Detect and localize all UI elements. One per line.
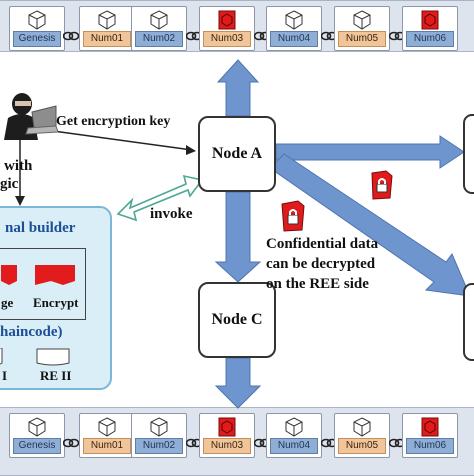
block-num05: Num05 [334, 6, 390, 51]
invoke-label: invoke [150, 206, 193, 222]
block-num05: Num05 [334, 413, 390, 458]
block-label: Num03 [203, 438, 251, 454]
block-num04: Num04 [266, 6, 322, 51]
block-num02: Num02 [131, 6, 187, 51]
block-num04: Num04 [266, 413, 322, 458]
confidential-line2: can be decrypted [266, 256, 376, 272]
block-num03: Num03 [199, 413, 255, 458]
re1-document-icon [0, 348, 3, 365]
arrow-node-a-to-top-chain [216, 59, 260, 117]
arrow-node-a-to-lower-right-node [269, 153, 471, 297]
block-cube-icon [285, 10, 303, 30]
node-a: Node A [198, 116, 276, 192]
bottom-blockchain: Genesis Num01 Num02 Num03 Num04 Num05 Nu… [0, 407, 474, 476]
block-label: Genesis [13, 438, 61, 454]
storage-label: ge [1, 295, 14, 310]
block-label: Num04 [270, 438, 318, 454]
block-genesis: Genesis [9, 413, 65, 458]
block-cube-icon [98, 417, 116, 437]
block-num06: Num06 [402, 6, 458, 51]
re2-document-icon [36, 348, 70, 366]
re2-label: RE II [40, 368, 72, 383]
block-label: Num01 [83, 438, 131, 454]
confidential-line3: on the REE side [266, 276, 369, 292]
get-key-arrow [45, 129, 193, 151]
builder-title: nal builder [5, 220, 76, 236]
block-cube-icon [353, 417, 371, 437]
block-cube-icon [285, 417, 303, 437]
block-label: Num06 [406, 438, 454, 454]
block-cube-icon [28, 417, 46, 437]
block-label: Num06 [406, 31, 454, 47]
block-label: Num05 [338, 31, 386, 47]
block-num06: Num06 [402, 413, 458, 458]
lower-right-node-box [463, 283, 474, 361]
block-cube-icon [28, 10, 46, 30]
block-cube-icon [98, 10, 116, 30]
arrow-node-a-to-right-node [275, 135, 465, 169]
block-cube-icon [150, 417, 168, 437]
block-genesis: Genesis [9, 6, 65, 51]
locked-block-icon [218, 417, 236, 437]
encrypt-label: Encrypt [33, 295, 79, 310]
block-label: Num04 [270, 31, 318, 47]
block-label: Num01 [83, 31, 131, 47]
block-label: Genesis [13, 31, 61, 47]
top-blockchain: Genesis Num01 Num02 Num03 Num04 Num05 Nu… [0, 0, 474, 52]
lock-document-icon [281, 200, 305, 232]
block-cube-icon [353, 10, 371, 30]
block-num03: Num03 [199, 6, 255, 51]
locked-block-icon [218, 10, 236, 30]
locked-block-icon [421, 10, 439, 30]
block-num01: Num01 [79, 413, 135, 458]
block-label: Num03 [203, 31, 251, 47]
storage-icon [1, 265, 17, 285]
block-label: Num05 [338, 438, 386, 454]
logic-label: gic [0, 176, 19, 192]
block-label: Num02 [135, 31, 183, 47]
builder-inner-box: ge Encrypt [0, 248, 86, 320]
confidential-line1: Confidential data [266, 236, 379, 252]
right-node-box [463, 114, 474, 194]
block-num02: Num02 [131, 413, 187, 458]
chaincode-title: haincode) [0, 324, 63, 340]
chain-link-icon [63, 31, 79, 41]
block-num01: Num01 [79, 6, 135, 51]
get-encryption-key-label: Get encryption key [56, 114, 171, 129]
lock-document-icon [371, 170, 393, 200]
attacker-icon [4, 93, 58, 140]
locked-block-icon [421, 417, 439, 437]
builder-panel: nal builder ge Encrypt haincode) I RE II [0, 206, 112, 390]
block-cube-icon [150, 10, 168, 30]
encrypt-icon [35, 265, 75, 285]
re1-label: I [2, 368, 8, 383]
block-label: Num02 [135, 438, 183, 454]
node-c: Node C [198, 282, 276, 358]
arrow-node-a-to-node-c [214, 191, 262, 283]
arrow-node-c-to-bottom-chain [214, 357, 262, 409]
with-label: with [4, 158, 33, 174]
chain-link-icon [63, 438, 79, 448]
